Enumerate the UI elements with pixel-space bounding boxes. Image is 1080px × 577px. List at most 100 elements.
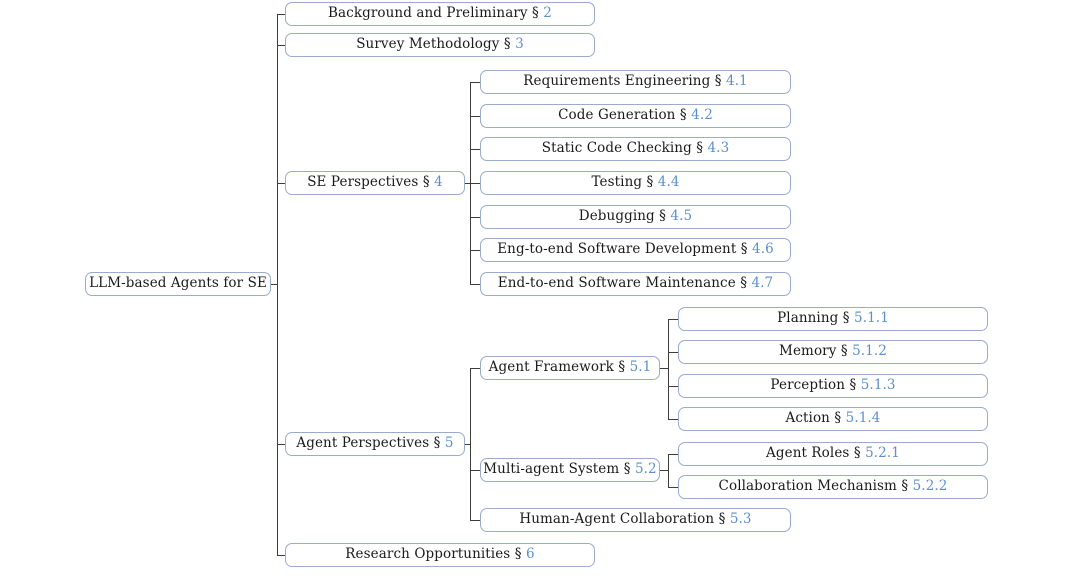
node-label: Multi-agent System <box>483 461 620 478</box>
node-agent-roles[interactable]: Agent Roles § 5.2.1 <box>678 442 988 466</box>
edge-to-human-agent <box>470 520 480 521</box>
section-number: 5.3 <box>729 511 752 528</box>
section-symbol: § <box>527 5 544 22</box>
section-symbol: § <box>418 174 435 191</box>
edge-to-code-generation <box>470 116 480 117</box>
edge-to-multi-agent <box>470 470 480 471</box>
node-label: Agent Framework <box>488 359 614 376</box>
section-number: 4.4 <box>657 174 680 191</box>
section-number: 5.2.2 <box>912 478 948 495</box>
section-symbol: § <box>619 461 635 478</box>
section-number: 5.1.3 <box>860 377 896 394</box>
edge-to-collaboration-mechanism <box>668 487 678 488</box>
node-debugging[interactable]: Debugging § 4.5 <box>480 205 791 229</box>
section-symbol: § <box>736 241 752 258</box>
edge-to-se-perspectives <box>277 183 285 184</box>
section-number: 2 <box>543 5 552 22</box>
section-symbol: § <box>838 310 855 327</box>
edge-to-planning <box>668 319 678 320</box>
node-label: Action <box>785 410 830 427</box>
section-number: 4 <box>434 174 443 191</box>
section-symbol: § <box>836 343 853 360</box>
edge-to-e2e-development <box>470 250 480 251</box>
section-number: 5 <box>444 435 454 452</box>
section-number: 5.1.1 <box>854 310 889 327</box>
edge-agent-trunk <box>470 368 471 520</box>
section-symbol: § <box>896 478 913 495</box>
edge-to-requirements <box>470 82 480 83</box>
node-label: Testing <box>591 174 643 191</box>
node-label: Background and Preliminary <box>328 5 528 22</box>
section-number: 6 <box>525 546 535 563</box>
node-label: Eng-to-end Software Development <box>497 241 737 258</box>
section-number: 5.1.4 <box>845 410 881 427</box>
node-label: Static Code Checking <box>541 140 692 157</box>
edge-framework-stub <box>660 368 668 369</box>
section-symbol: § <box>691 140 708 157</box>
node-survey-methodology[interactable]: Survey Methodology § 3 <box>285 33 595 57</box>
node-label: Agent Roles <box>766 445 850 462</box>
node-testing[interactable]: Testing § 4.4 <box>480 171 791 195</box>
edge-multiagent-stub <box>660 470 668 471</box>
section-symbol: § <box>675 107 692 124</box>
node-requirements-engineering[interactable]: Requirements Engineering § 4.1 <box>480 70 791 94</box>
section-number: 4.6 <box>752 241 774 258</box>
section-number: 5.2.1 <box>865 445 900 462</box>
node-label: Memory <box>779 343 837 360</box>
node-background-and-preliminary[interactable]: Background and Preliminary § 2 <box>285 2 595 26</box>
node-label: End-to-end Software Maintenance <box>497 275 736 292</box>
edge-multiagent-trunk <box>668 454 669 487</box>
edge-agent-stub <box>465 444 471 445</box>
edge-to-agent-perspectives <box>277 444 285 445</box>
node-perception[interactable]: Perception § 5.1.3 <box>678 374 988 398</box>
section-symbol: § <box>735 275 752 292</box>
node-label: Perception <box>770 377 846 394</box>
node-label: Collaboration Mechanism <box>718 478 897 495</box>
node-root-label: LLM-based Agents for SE <box>89 275 267 292</box>
node-collaboration-mechanism[interactable]: Collaboration Mechanism § 5.2.2 <box>678 475 988 499</box>
section-symbol: § <box>429 435 445 452</box>
node-end-to-end-software-maintenance[interactable]: End-to-end Software Maintenance § 4.7 <box>480 272 791 296</box>
section-symbol: § <box>710 73 726 90</box>
node-label: Code Generation <box>558 107 676 124</box>
section-symbol: § <box>714 511 730 528</box>
edge-to-e2e-maintenance <box>470 284 480 285</box>
node-end-to-end-software-development[interactable]: Eng-to-end Software Development § 4.6 <box>480 238 791 262</box>
edge-to-research-opportunities <box>277 555 285 556</box>
node-agent-framework[interactable]: Agent Framework § 5.1 <box>480 356 660 380</box>
section-number: 4.2 <box>691 107 713 124</box>
edge-to-survey <box>277 45 285 46</box>
node-multi-agent-system[interactable]: Multi-agent System § 5.2 <box>480 458 660 482</box>
node-label: Planning <box>777 310 839 327</box>
node-planning[interactable]: Planning § 5.1.1 <box>678 307 988 331</box>
node-static-code-checking[interactable]: Static Code Checking § 4.3 <box>480 137 791 161</box>
edge-level1-trunk <box>277 14 278 555</box>
node-action[interactable]: Action § 5.1.4 <box>678 407 988 431</box>
edge-to-agent-roles <box>668 454 678 455</box>
node-human-agent-collaboration[interactable]: Human-Agent Collaboration § 5.3 <box>480 508 791 532</box>
section-number: 3 <box>515 36 524 53</box>
node-label: Agent Perspectives <box>296 435 430 452</box>
node-research-opportunities[interactable]: Research Opportunities § 6 <box>285 543 595 567</box>
section-number: 5.2 <box>634 461 657 478</box>
node-label: Human-Agent Collaboration <box>519 511 715 528</box>
node-agent-perspectives[interactable]: Agent Perspectives § 5 <box>285 432 465 456</box>
section-number: 5.1 <box>629 359 652 376</box>
node-label: Debugging <box>578 208 655 225</box>
edge-root-stub <box>271 284 278 285</box>
section-symbol: § <box>829 410 846 427</box>
node-root[interactable]: LLM-based Agents for SE <box>85 272 271 296</box>
section-number: 4.1 <box>725 73 748 90</box>
section-number: 4.7 <box>751 275 774 292</box>
edge-to-perception <box>668 386 678 387</box>
section-number: 5.1.2 <box>852 343 887 360</box>
section-number: 4.3 <box>707 140 730 157</box>
node-label: SE Perspectives <box>307 174 419 191</box>
node-se-perspectives[interactable]: SE Perspectives § 4 <box>285 171 465 195</box>
node-code-generation[interactable]: Code Generation § 4.2 <box>480 104 791 128</box>
section-symbol: § <box>849 445 866 462</box>
section-number: 4.5 <box>670 208 693 225</box>
node-memory[interactable]: Memory § 5.1.2 <box>678 340 988 364</box>
section-symbol: § <box>642 174 658 191</box>
